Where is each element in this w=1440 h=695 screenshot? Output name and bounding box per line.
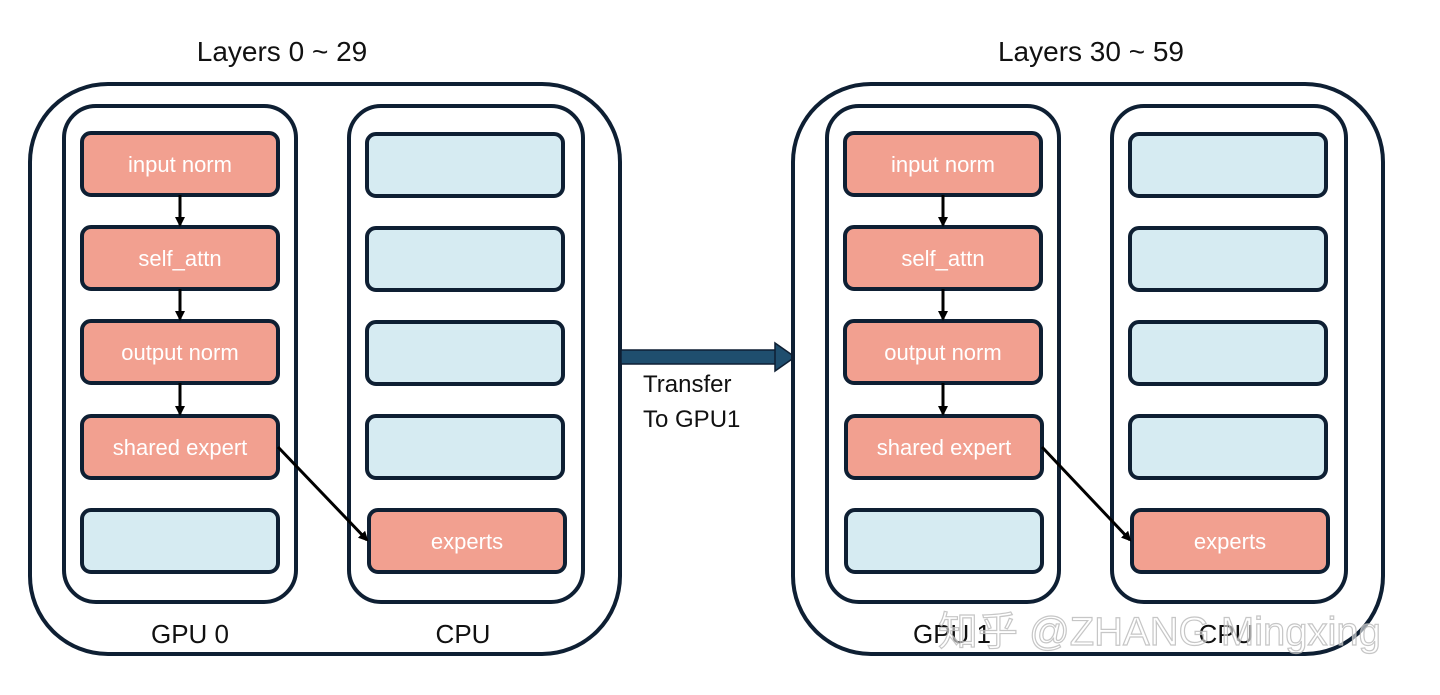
input-norm-label: input norm bbox=[128, 152, 232, 177]
transfer-arrow-head bbox=[774, 341, 797, 373]
panel-layers-0-29: Layers 0 ~ 29 input norm self_attn outpu… bbox=[28, 36, 622, 656]
watermark-text: 知乎 @ZHANG Mingxing bbox=[938, 610, 1381, 654]
experts-block bbox=[1130, 508, 1330, 574]
panel-title: Layers 0 ~ 29 bbox=[197, 36, 367, 67]
gpu-label: GPU 0 bbox=[151, 619, 229, 649]
cpu-idle-block bbox=[365, 132, 565, 198]
transfer-label-line2: To GPU1 bbox=[643, 406, 740, 433]
panel-title: Layers 30 ~ 59 bbox=[998, 36, 1184, 67]
cpu-idle-block bbox=[1128, 320, 1328, 386]
cpu-idle-block bbox=[1128, 226, 1328, 292]
transfer-arrow: Transfer To GPU1 bbox=[620, 341, 797, 433]
output-norm-label: output norm bbox=[121, 340, 238, 365]
gpu-label: GPU 1 bbox=[913, 619, 991, 649]
cpu-idle-block bbox=[1128, 414, 1328, 480]
output-norm-label: output norm bbox=[884, 340, 1001, 365]
cpu-idle-block bbox=[365, 320, 565, 386]
experts-label: experts bbox=[431, 529, 503, 554]
self-attn-label: self_attn bbox=[138, 246, 221, 271]
gpu-idle-block bbox=[844, 508, 1044, 574]
cpu-label: CPU bbox=[1199, 619, 1254, 649]
expert-route-arrow bbox=[276, 445, 369, 542]
transfer-label-line1: Transfer bbox=[643, 371, 731, 398]
input-norm-label: input norm bbox=[891, 152, 995, 177]
cpu-idle-block bbox=[365, 226, 565, 292]
experts-label: experts bbox=[1194, 529, 1266, 554]
gpu-idle-block bbox=[80, 508, 280, 574]
panel-layers-30-59: Layers 30 ~ 59 input norm self_attn outp… bbox=[791, 36, 1385, 656]
cpu-idle-block bbox=[365, 414, 565, 480]
transfer-arrow-shaft bbox=[620, 349, 778, 365]
expert-route-arrow bbox=[1040, 445, 1132, 542]
self-attn-label: self_attn bbox=[901, 246, 984, 271]
cpu-label: CPU bbox=[436, 619, 491, 649]
shared-expert-label: shared expert bbox=[113, 435, 248, 460]
shared-expert-label: shared expert bbox=[877, 435, 1012, 460]
experts-block bbox=[367, 508, 567, 574]
cpu-idle-block bbox=[1128, 132, 1328, 198]
